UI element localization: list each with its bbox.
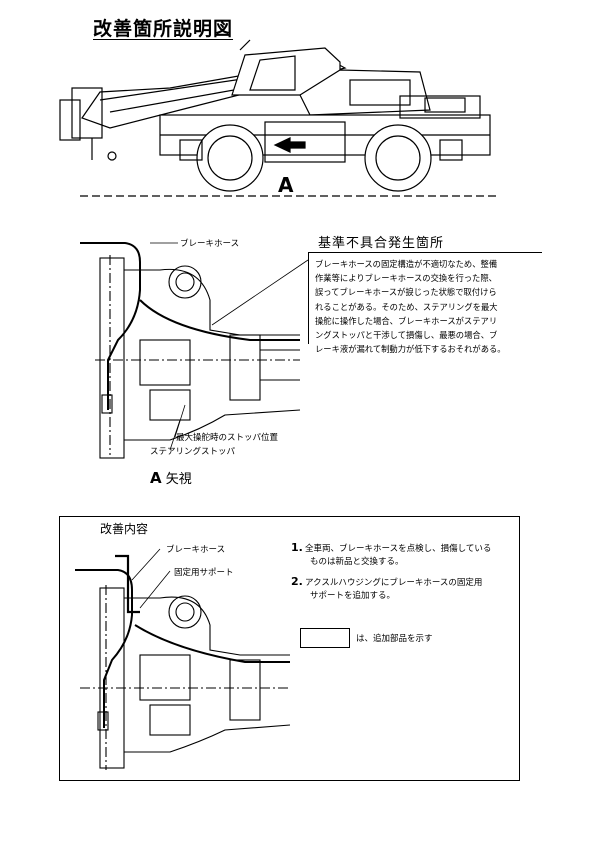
step-text: アクスルハウジングにブレーキホースの固定用 (305, 578, 483, 588)
view-text: 矢視 (165, 472, 192, 487)
brake-hose-label-lower: ブレーキホース (166, 545, 226, 555)
view-marker-a: A (278, 173, 294, 197)
steering-stopper-label: ステアリングストッパ (150, 447, 236, 457)
improvement-steps: 1.全車両、ブレーキホースを点検し、損傷している ものは新品と交換する。 2.ア… (291, 541, 492, 602)
step-text-cont: サポートを追加する。 (310, 590, 396, 601)
defect-line: れることがある。そのため、ステアリングを最大 (315, 301, 498, 312)
defect-line: ングストッパと干渉して損傷し、最悪の場合、ブ (315, 330, 498, 341)
support-label: 固定用サポート (174, 568, 234, 578)
legend-swatch (300, 628, 350, 648)
defect-line: 作業等によりブレーキホースの交換を行った際、 (315, 273, 497, 284)
stopper-position-label: 最大操舵時のストッパ位置 (176, 433, 279, 443)
legend-text: は、追加部品を示す (356, 634, 433, 644)
defect-line: ブレーキホースの固定構造が不適切なため、整備 (315, 259, 498, 269)
step-item: 1.全車両、ブレーキホースを点検し、損傷している (291, 541, 492, 556)
page-title: 改善箇所説明図 (93, 18, 234, 40)
defect-description: ブレーキホースの固定構造が不適切なため、整備 作業等によりブレーキホースの交換を… (308, 252, 542, 354)
defect-line: レーキ液が漏れて制動力が低下するおそれがある。 (315, 344, 506, 355)
view-letter: A (150, 469, 162, 487)
defect-section-title: 基準不具合発生箇所 (318, 236, 445, 251)
step-text: 全車両、ブレーキホースを点検し、損傷している (305, 544, 492, 554)
defect-line: 操舵に操作した場合、ブレーキホースがステアリ (315, 315, 498, 326)
step-item: 2.アクスルハウジングにブレーキホースの固定用 (291, 575, 491, 590)
improvement-title: 改善内容 (100, 522, 149, 536)
brake-hose-label-upper: ブレーキホース (180, 239, 240, 249)
step-text-cont: ものは新品と交換する。 (310, 556, 404, 567)
improvement-frame (59, 516, 520, 781)
view-label: A 矢視 (150, 468, 192, 487)
defect-line: 誤ってブレーキホースが捩じった状態で取付けら (315, 287, 497, 298)
step-number: 2. (291, 575, 303, 588)
step-number: 1. (291, 541, 303, 554)
